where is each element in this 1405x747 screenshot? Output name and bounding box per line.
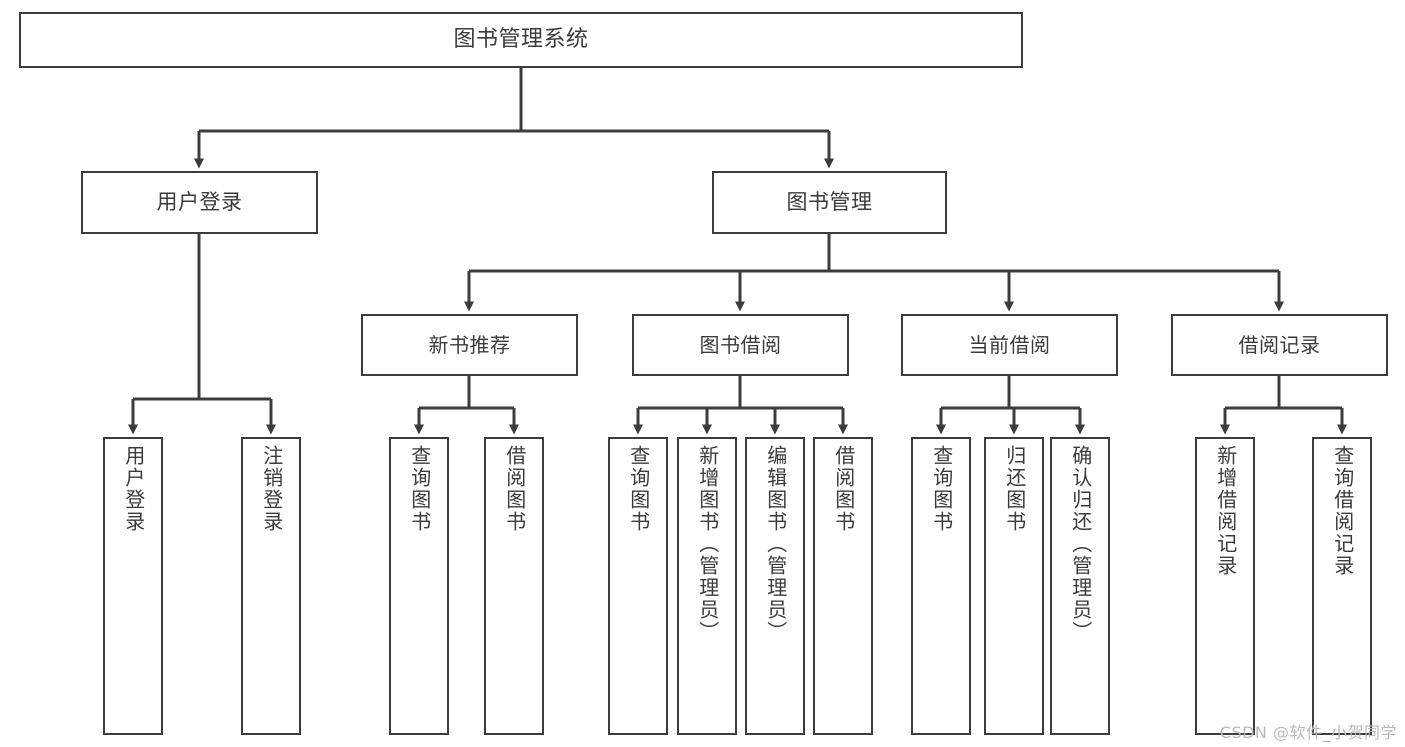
node-book-manage[interactable]: 图书管理 [712,171,947,234]
node-leaf-add-record-label: 新增借阅记录 [1213,445,1238,577]
node-leaf-borrow-book-1-label: 借阅图书 [502,445,527,533]
node-leaf-logout[interactable]: 注销登录 [241,437,301,735]
node-root-label: 图书管理系统 [453,27,589,53]
node-book-manage-label: 图书管理 [786,190,873,215]
node-leaf-edit-book-label: 编辑图书（管理员） [763,445,788,643]
node-leaf-query-book-3-label: 查询图书 [929,445,954,533]
node-new-book-recommend-label: 新书推荐 [428,332,511,357]
node-leaf-return-book[interactable]: 归还图书 [984,437,1044,735]
node-current-borrow[interactable]: 当前借阅 [901,314,1118,376]
node-book-borrow-label: 图书借阅 [699,332,782,357]
node-leaf-logout-label: 注销登录 [259,445,284,533]
node-leaf-add-record[interactable]: 新增借阅记录 [1195,437,1255,735]
node-leaf-query-book-3[interactable]: 查询图书 [911,437,971,735]
watermark: CSDN @软件_小贺同学 [1219,723,1397,742]
node-root[interactable]: 图书管理系统 [19,12,1023,68]
node-leaf-query-book-2-label: 查询图书 [626,445,651,533]
node-leaf-borrow-book-2[interactable]: 借阅图书 [813,437,873,735]
node-leaf-add-book[interactable]: 新增图书（管理员） [677,437,737,735]
node-leaf-query-book-2[interactable]: 查询图书 [608,437,668,735]
node-leaf-query-record-label: 查询借阅记录 [1330,445,1355,577]
node-leaf-query-book-1[interactable]: 查询图书 [389,437,449,735]
node-leaf-confirm-return[interactable]: 确认归还（管理员） [1050,437,1110,735]
node-leaf-add-book-label: 新增图书（管理员） [695,445,720,643]
node-leaf-edit-book[interactable]: 编辑图书（管理员） [745,437,805,735]
node-leaf-confirm-return-label: 确认归还（管理员） [1068,445,1093,643]
node-borrow-record[interactable]: 借阅记录 [1171,314,1388,376]
node-leaf-query-book-1-label: 查询图书 [407,445,432,533]
node-new-book-recommend[interactable]: 新书推荐 [361,314,578,376]
node-leaf-user-login[interactable]: 用户登录 [103,437,163,735]
node-user-login-label: 用户登录 [156,190,243,215]
node-user-login[interactable]: 用户登录 [81,171,318,234]
node-current-borrow-label: 当前借阅 [968,332,1051,357]
node-leaf-borrow-book-2-label: 借阅图书 [831,445,856,533]
node-leaf-user-login-label: 用户登录 [121,445,146,533]
node-borrow-record-label: 借阅记录 [1238,332,1321,357]
node-leaf-borrow-book-1[interactable]: 借阅图书 [484,437,544,735]
node-leaf-return-book-label: 归还图书 [1002,445,1027,533]
node-leaf-query-record[interactable]: 查询借阅记录 [1312,437,1372,735]
node-book-borrow[interactable]: 图书借阅 [632,314,849,376]
